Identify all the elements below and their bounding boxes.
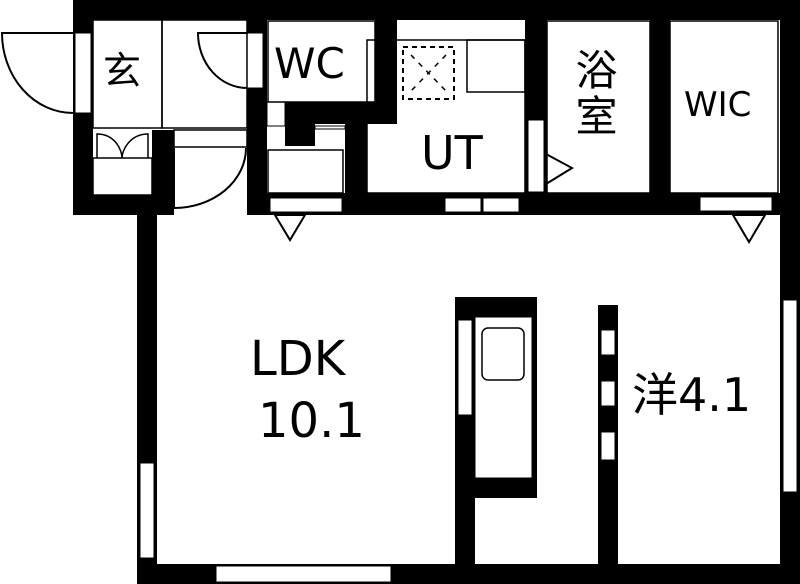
room-label-western: 洋4.1 — [632, 368, 752, 422]
storage-door — [269, 197, 343, 213]
closet-door-2 — [600, 380, 616, 407]
entry-triangle-icon — [273, 214, 307, 242]
closet-door-3 — [600, 431, 616, 461]
entry-triangle-icon — [545, 153, 575, 185]
room-label-wc: WC — [274, 39, 345, 88]
kitchen-panel — [457, 319, 473, 416]
room-outlines — [92, 19, 779, 479]
wc-door-frame — [246, 32, 264, 89]
room-label-wic: WIC — [684, 85, 752, 125]
room-size-ldk: 10.1 — [258, 393, 365, 449]
ldk-window-left — [139, 462, 155, 559]
entrance-door-swing-icon — [0, 32, 74, 114]
room-label-bath: 浴室 — [569, 48, 618, 140]
wc-door-swing-icon — [196, 32, 248, 89]
openings — [74, 32, 798, 583]
room-label-genkan: 玄 — [103, 49, 142, 93]
bath-door — [527, 119, 545, 193]
entry-markers — [273, 153, 767, 244]
entry-triangle-icon — [731, 214, 767, 244]
wic-door — [699, 196, 773, 212]
closet-door-1 — [600, 329, 616, 356]
sill — [314, 125, 346, 130]
entrance-door-frame — [74, 32, 92, 114]
wc-vent — [266, 101, 286, 127]
hall-door-swing-icon — [173, 147, 247, 210]
room-label-ut: UT — [421, 126, 483, 180]
ut-sliding-a — [444, 197, 482, 213]
ut-sliding-b — [482, 197, 520, 213]
ldk-window-bottom — [215, 565, 392, 583]
door-swings — [0, 32, 248, 210]
room-label-ldk: LDK — [250, 331, 346, 387]
ventilation-fan-icon — [402, 46, 455, 100]
western-window — [782, 299, 798, 493]
